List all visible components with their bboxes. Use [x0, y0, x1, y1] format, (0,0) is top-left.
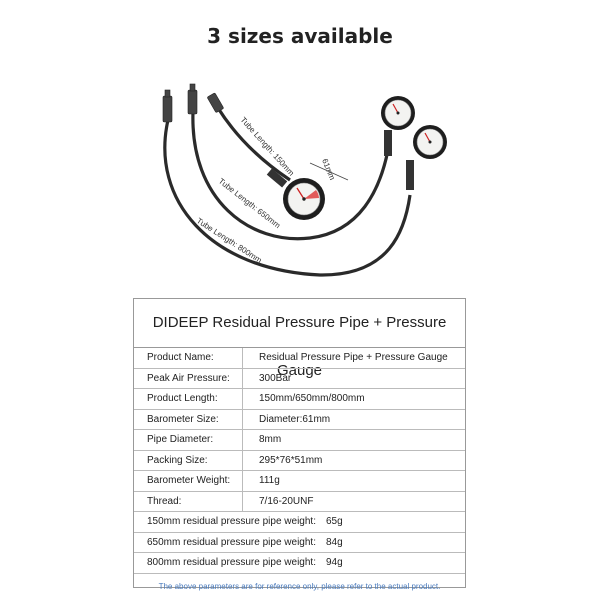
gauge-800mm — [413, 125, 447, 159]
spec-row: Pipe Diameter: 8mm — [134, 430, 465, 451]
spec-table: DIDEEP Residual Pressure Pipe + Pressure… — [133, 298, 466, 591]
weight-row: 800mm residual pressure pipe weight: 94g — [134, 553, 465, 574]
spec-row: Barometer Weight: 111g — [134, 471, 465, 492]
spec-value: 8mm — [259, 434, 282, 445]
spec-value: 150mm/650mm/800mm — [259, 393, 365, 404]
fitting-800mm — [162, 89, 173, 123]
table-title: DIDEEP Residual Pressure Pipe + Pressure… — [134, 299, 465, 379]
spec-key: Thread: — [134, 491, 243, 511]
spec-row: Barometer Size: Diameter:61mm — [134, 409, 465, 430]
spec-key: Product Name: — [134, 348, 243, 368]
spec-value: 111g — [259, 475, 280, 486]
neck-800mm — [406, 160, 414, 190]
spec-row: Product Length: 150mm/650mm/800mm — [134, 389, 465, 410]
neck-150mm — [266, 168, 288, 188]
spec-row: Packing Size: 295*76*51mm — [134, 450, 465, 471]
product-illustration: 61mm Tube Length: 150mm Tube Length: 650… — [162, 83, 447, 277]
spec-key: Pipe Diameter: — [134, 430, 243, 450]
hose-150mm — [216, 107, 291, 182]
spec-row: Peak Air Pressure: 300Bar — [134, 368, 465, 389]
neck-650mm — [384, 130, 392, 156]
spec-value: 295*76*51mm — [259, 454, 323, 466]
hose-650mm — [191, 111, 390, 241]
spec-key: Barometer Size: — [134, 409, 243, 429]
tube-label-800mm: Tube Length: 800mm — [195, 216, 264, 265]
weight-label: 150mm residual pressure pipe weight: — [147, 516, 316, 527]
hose-800mm — [163, 119, 412, 277]
spec-value: Residual Pressure Pipe + Pressure Gauge — [259, 352, 448, 363]
fitting-150mm — [207, 92, 224, 113]
spec-value: Diameter:61mm — [259, 413, 331, 425]
spec-row: Product Name: Residual Pressure Pipe + P… — [134, 348, 465, 369]
spec-key: Product Length: — [134, 389, 243, 409]
weight-label: 800mm residual pressure pipe weight: — [147, 557, 316, 568]
weight-row: 650mm residual pressure pipe weight: 84g — [134, 533, 465, 553]
diameter-dimension-line — [309, 162, 349, 181]
spec-key: Packing Size: — [134, 450, 243, 470]
reference-note: The above parameters are for reference o… — [158, 581, 441, 591]
page-headline: 3 sizes available — [207, 24, 393, 48]
weight-row: 150mm residual pressure pipe weight: 65g — [134, 512, 465, 533]
spec-row: Thread: 7/16-20UNF — [134, 491, 465, 512]
weight-value: 65g — [325, 516, 343, 527]
weight-value: 84g — [325, 536, 343, 548]
gauge-650mm — [381, 96, 415, 130]
spec-value: 300Bar — [259, 372, 292, 384]
weight-label: 650mm residual pressure pipe weight: — [147, 536, 316, 548]
weight-value: 94g — [325, 557, 343, 568]
tube-label-650mm: Tube Length: 650mm — [217, 176, 282, 230]
spec-key: Peak Air Pressure: — [134, 368, 243, 388]
spec-rows: Product Name: Residual Pressure Pipe + P… — [134, 348, 465, 574]
diameter-label: 61mm — [320, 157, 337, 181]
spec-key: Barometer Weight: — [134, 471, 243, 491]
fitting-650mm — [187, 83, 198, 115]
spec-value: 7/16-20UNF — [259, 495, 314, 507]
gauge-150mm — [283, 178, 325, 220]
